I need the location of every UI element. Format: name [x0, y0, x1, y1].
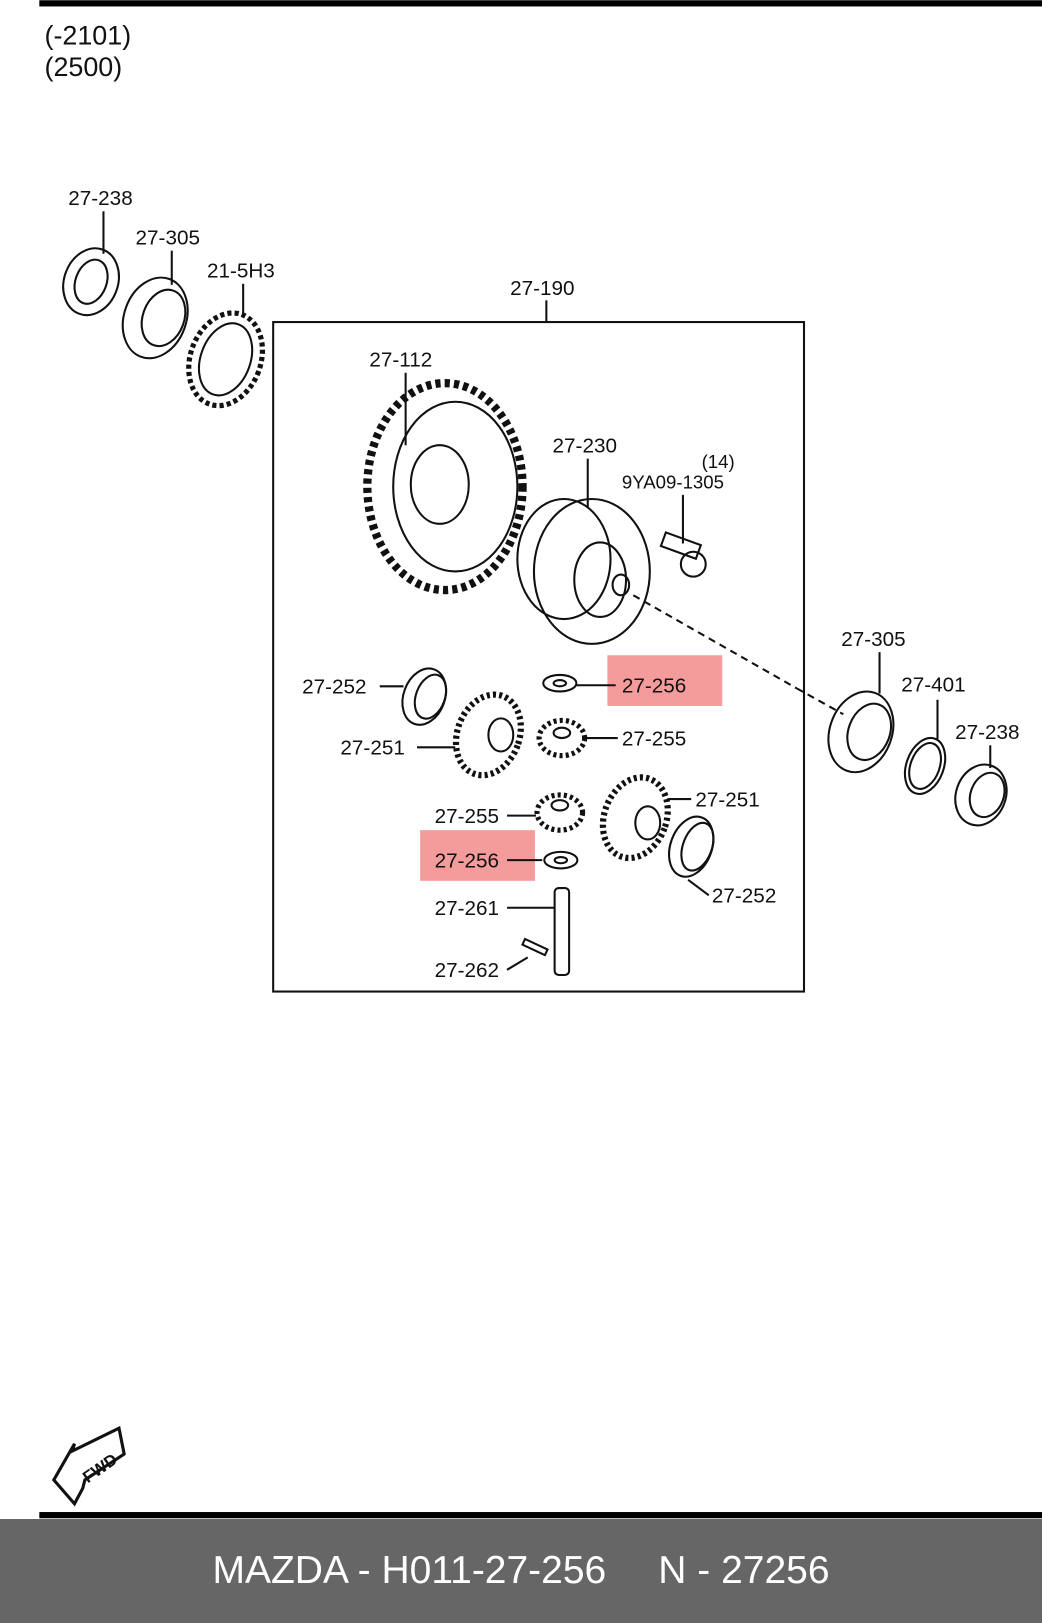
footer-short-number: N - 27256: [658, 1549, 830, 1592]
label-seal-right: 27-238: [955, 721, 1019, 744]
highlight-27-256-lower: [420, 830, 535, 881]
seal-right-part: [954, 763, 1008, 827]
label-27-190: 27-190: [510, 277, 574, 300]
range-line-1: (-2101): [44, 21, 131, 51]
label-pinion-lower: 27-255: [435, 805, 499, 828]
assembly-box: [272, 321, 806, 993]
label-side-gear-upper: 27-251: [340, 737, 404, 760]
label-thrust-washer-lower: 27-256: [435, 849, 499, 872]
label-pinion-upper: 27-255: [622, 727, 686, 750]
label-ring-gear: 27-112: [369, 349, 432, 372]
speedo-gear-part: [186, 310, 266, 409]
bearing-left-part: [121, 276, 189, 360]
label-side-gear-lower: 27-251: [695, 788, 759, 811]
label-pin: 27-262: [435, 959, 499, 982]
fwd-label: FWD: [79, 1450, 121, 1487]
bearing-right-part: [827, 690, 895, 774]
footer-part-number: MAZDA - H011-27-256: [212, 1549, 607, 1592]
label-bolt-part: 9YA09-1305: [622, 472, 724, 493]
diff-case-part: [516, 497, 651, 645]
highlight-27-256-upper: [607, 655, 723, 706]
pinion-lower-part: [534, 792, 586, 833]
label-speedo-gear: 21-5H3: [207, 260, 275, 283]
label-seal-left: 27-238: [68, 187, 132, 210]
label-washer-lower: 27-252: [712, 885, 776, 908]
range-line-2: (2500): [44, 52, 122, 82]
label-thrust-washer-upper: 27-256: [622, 675, 686, 698]
thrust-washer-upper-part: [542, 673, 578, 693]
fwd-arrow-icon: [51, 1425, 126, 1507]
bolt-part: [659, 494, 707, 578]
ring-gear-part: [363, 378, 527, 595]
bottom-border: [39, 1512, 1042, 1519]
side-gear-upper-part: [452, 691, 524, 779]
label-washer-upper: 27-252: [302, 676, 366, 699]
shim-right-part: [903, 736, 947, 795]
label-diff-case: 27-230: [553, 434, 617, 457]
pinion-shaft-part: [553, 887, 571, 977]
label-bearing-right: 27-305: [841, 628, 905, 651]
label-pinion-shaft: 27-261: [435, 897, 499, 920]
footer-bar: MAZDA - H011-27-256 N - 27256: [0, 1519, 1042, 1623]
seal-left-part: [62, 247, 120, 317]
label-bolt-torque: (14): [702, 451, 735, 472]
pin-part: [521, 937, 549, 957]
washer-252-lower-part: [668, 815, 715, 878]
thrust-washer-lower-part: [543, 850, 579, 870]
side-gear-lower-part: [599, 774, 671, 862]
washer-252-upper-part: [401, 667, 448, 726]
pinion-upper-part: [536, 717, 588, 759]
label-bearing-left: 27-305: [136, 226, 200, 249]
top-border: [39, 0, 1042, 7]
label-shim-right: 27-401: [901, 673, 965, 696]
